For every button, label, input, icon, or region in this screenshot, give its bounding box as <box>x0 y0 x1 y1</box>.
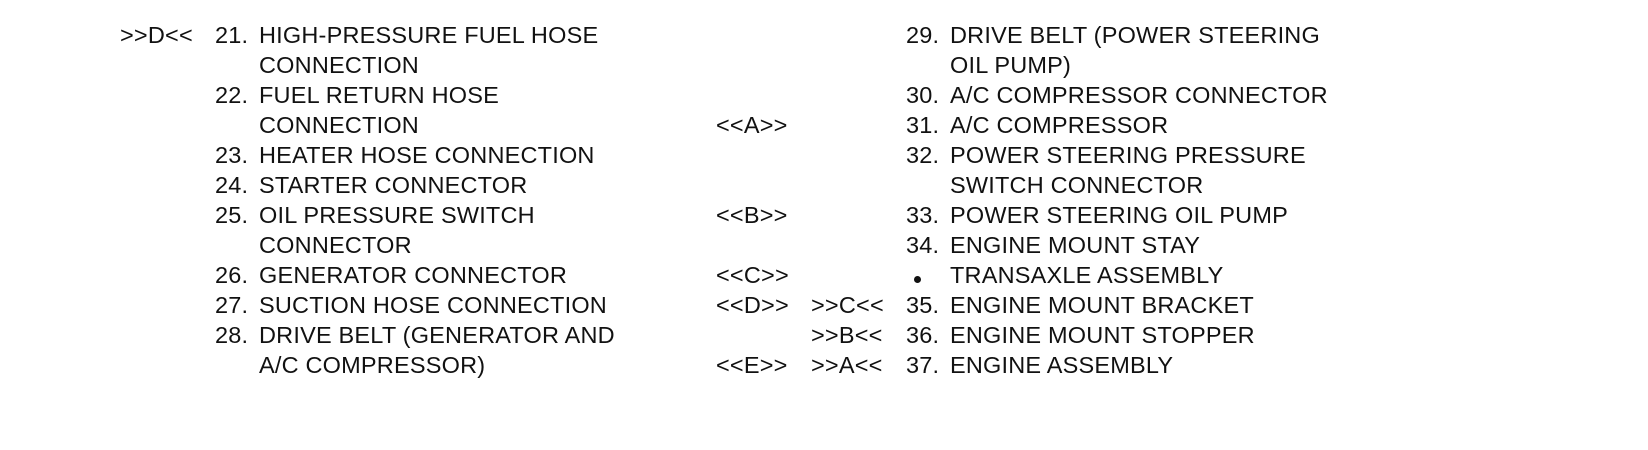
removal-tag: <<C>> <box>716 262 789 288</box>
list-item: 29. DRIVE BELT (POWER STEERING OIL PUMP) <box>716 20 1436 80</box>
item-text: DRIVE BELT (GENERATOR AND A/C COMPRESSOR) <box>259 320 615 380</box>
item-text-line: HIGH-PRESSURE FUEL HOSE <box>259 22 599 48</box>
item-number: 36. <box>906 322 940 348</box>
installation-tag: >>A<< <box>811 352 883 378</box>
item-number: 25. <box>215 202 249 228</box>
item-text-line: ENGINE MOUNT BRACKET <box>950 292 1254 318</box>
removal-tag: <<B>> <box>716 202 788 228</box>
item-text-line: FUEL RETURN HOSE <box>259 82 499 108</box>
item-text: ENGINE MOUNT STAY <box>950 230 1200 260</box>
list-item: 30. A/C COMPRESSOR CONNECTOR <box>716 80 1436 110</box>
installation-tag: >>B<< <box>811 322 883 348</box>
item-text-line: DRIVE BELT (POWER STEERING <box>950 22 1320 48</box>
item-text: ENGINE ASSEMBLY <box>950 350 1173 380</box>
item-text: HEATER HOSE CONNECTION <box>259 140 595 170</box>
item-number: 30. <box>906 82 940 108</box>
item-text-line: DRIVE BELT (GENERATOR AND <box>259 322 615 348</box>
item-text: ENGINE MOUNT STOPPER <box>950 320 1255 350</box>
item-text: STARTER CONNECTOR <box>259 170 527 200</box>
item-text: TRANSAXLE ASSEMBLY <box>950 260 1224 290</box>
item-text: SUCTION HOSE CONNECTION <box>259 290 607 320</box>
item-number: 27. <box>215 292 249 318</box>
item-text-line: OIL PUMP) <box>950 52 1072 78</box>
item-number: 35. <box>906 292 940 318</box>
item-text: A/C COMPRESSOR CONNECTOR <box>950 80 1328 110</box>
list-item: <<B>> 33. POWER STEERING OIL PUMP <box>716 200 1436 230</box>
list-item: 22. FUEL RETURN HOSE CONNECTION <box>120 80 720 140</box>
item-text-line: OIL PRESSURE SWITCH <box>259 202 535 228</box>
item-text-line: STARTER CONNECTOR <box>259 172 528 198</box>
item-text-line: A/C COMPRESSOR <box>950 112 1169 138</box>
list-item: 23. HEATER HOSE CONNECTION <box>120 140 720 170</box>
item-text: POWER STEERING PRESSURE SWITCH CONNECTOR <box>950 140 1306 200</box>
item-number: 22. <box>215 82 249 108</box>
item-number: 23. <box>215 142 249 168</box>
list-item: 24. STARTER CONNECTOR <box>120 170 720 200</box>
item-number: 31. <box>906 112 940 138</box>
installation-tag: >>C<< <box>811 292 884 318</box>
procedure-tag: >>D<< <box>120 22 193 48</box>
item-text: A/C COMPRESSOR <box>950 110 1168 140</box>
list-item: <<C>> TRANSAXLE ASSEMBLY <box>716 260 1436 290</box>
list-item: 26. GENERATOR CONNECTOR <box>120 260 720 290</box>
item-text-line: CONNECTOR <box>259 232 412 258</box>
item-text: POWER STEERING OIL PUMP <box>950 200 1288 230</box>
item-text-line: A/C COMPRESSOR) <box>259 352 486 378</box>
item-text-line: POWER STEERING OIL PUMP <box>950 202 1288 228</box>
item-text-line: HEATER HOSE CONNECTION <box>259 142 595 168</box>
item-text: DRIVE BELT (POWER STEERING OIL PUMP) <box>950 20 1320 80</box>
removal-tag: <<D>> <box>716 292 789 318</box>
list-item: <<E>> >>A<< 37. ENGINE ASSEMBLY <box>716 350 1436 380</box>
item-text-line: SUCTION HOSE CONNECTION <box>259 292 607 318</box>
list-item: 28. DRIVE BELT (GENERATOR AND A/C COMPRESS… <box>120 320 720 380</box>
item-text-line: CONNECTION <box>259 112 419 138</box>
item-text-line: A/C COMPRESSOR CONNECTOR <box>950 82 1328 108</box>
item-text-line: ENGINE MOUNT STAY <box>950 232 1201 258</box>
bullet-icon <box>914 276 921 283</box>
item-number: 32. <box>906 142 940 168</box>
list-item: >>B<< 36. ENGINE MOUNT STOPPER <box>716 320 1436 350</box>
list-item: <<D>> >>C<< 35. ENGINE MOUNT BRACKET <box>716 290 1436 320</box>
item-text-line: ENGINE MOUNT STOPPER <box>950 322 1255 348</box>
removal-tag: <<E>> <box>716 352 788 378</box>
list-item: <<A>> 31. A/C COMPRESSOR <box>716 110 1436 140</box>
item-text-line: TRANSAXLE ASSEMBLY <box>950 262 1224 288</box>
list-item: 25. OIL PRESSURE SWITCH CONNECTOR <box>120 200 720 260</box>
item-number: 24. <box>215 172 249 198</box>
item-number: 28. <box>215 322 249 348</box>
left-parts-column: >>D<< 21. HIGH-PRESSURE FUEL HOSE CONNECTIO… <box>120 20 720 380</box>
item-number: 34. <box>906 232 940 258</box>
item-number: 33. <box>906 202 940 228</box>
item-text: HIGH-PRESSURE FUEL HOSE CONNECTION <box>259 20 598 80</box>
item-text: ENGINE MOUNT BRACKET <box>950 290 1254 320</box>
item-text-line: SWITCH CONNECTOR <box>950 172 1204 198</box>
item-number: 29. <box>906 22 940 48</box>
removal-tag: <<A>> <box>716 112 788 138</box>
item-text-line: CONNECTION <box>259 52 419 78</box>
item-text: OIL PRESSURE SWITCH CONNECTOR <box>259 200 535 260</box>
list-item: >>D<< 21. HIGH-PRESSURE FUEL HOSE CONNECTIO… <box>120 20 720 80</box>
item-number: 37. <box>906 352 940 378</box>
item-text-line: GENERATOR CONNECTOR <box>259 262 568 288</box>
item-number: 21. <box>215 22 249 48</box>
list-item: 32. POWER STEERING PRESSURE SWITCH CONNECT… <box>716 140 1436 200</box>
item-text: GENERATOR CONNECTOR <box>259 260 567 290</box>
item-text: FUEL RETURN HOSE CONNECTION <box>259 80 499 140</box>
item-number <box>906 260 950 290</box>
list-item: 34. ENGINE MOUNT STAY <box>716 230 1436 260</box>
list-item: 27. SUCTION HOSE CONNECTION <box>120 290 720 320</box>
item-text-line: POWER STEERING PRESSURE <box>950 142 1306 168</box>
item-text-line: ENGINE ASSEMBLY <box>950 352 1174 378</box>
item-number: 26. <box>215 262 249 288</box>
